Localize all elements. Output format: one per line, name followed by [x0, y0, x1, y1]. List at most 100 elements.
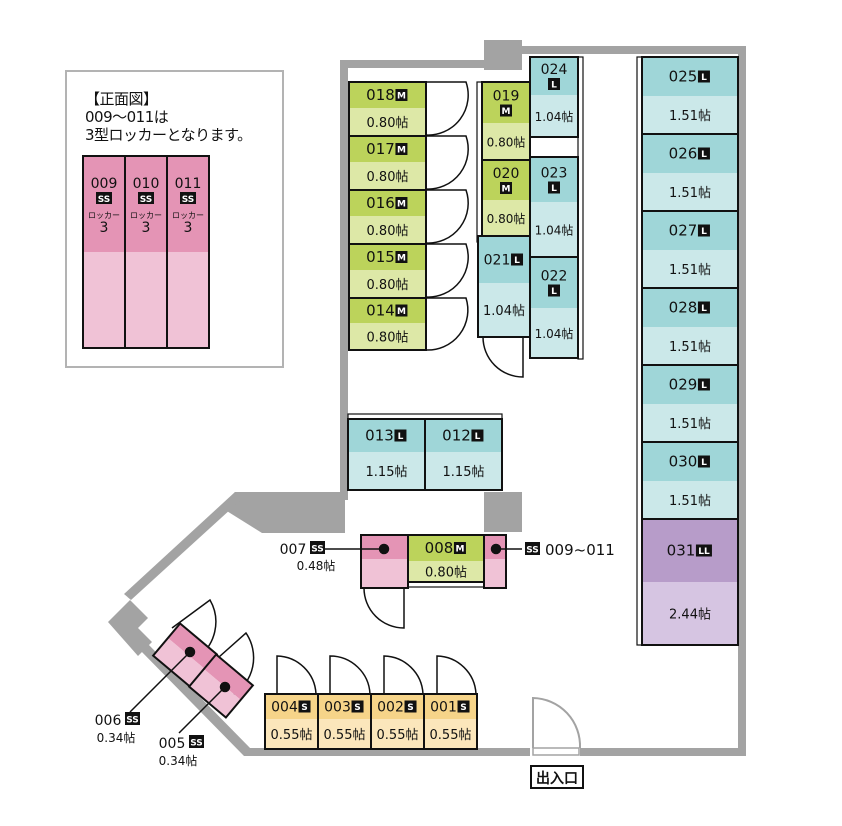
unit-number: 018 — [366, 86, 395, 104]
legend-title-line2: 009〜011は — [85, 108, 169, 126]
unit-number: 020 — [493, 166, 520, 182]
door-002[interactable] — [383, 655, 424, 695]
wall-pillar-mid — [484, 492, 522, 532]
size-badge — [453, 542, 466, 554]
unit-top-fill — [425, 419, 502, 452]
door-001[interactable] — [436, 655, 477, 695]
size-badge — [395, 197, 408, 209]
size-badge — [395, 89, 408, 101]
unit-bottom-fill — [642, 481, 738, 519]
unit-border — [187, 653, 255, 719]
unit-area: 1.51帖 — [669, 340, 711, 355]
unit-bottom-fill — [349, 162, 426, 190]
size-badge — [351, 700, 364, 713]
door-007[interactable] — [363, 587, 405, 629]
door-018[interactable] — [425, 81, 469, 136]
size-badge-label: M — [397, 307, 406, 317]
unit-area: 0.80帖 — [367, 278, 409, 293]
unit-bottom-fill — [482, 123, 530, 160]
storage-unit-005[interactable] — [187, 653, 255, 719]
entrance-door-swing — [532, 696, 582, 749]
size-badge — [697, 70, 710, 83]
door-015[interactable] — [425, 243, 469, 298]
entrance-door[interactable] — [532, 696, 582, 749]
unit-top-fill — [642, 57, 738, 96]
size-badge — [511, 253, 524, 266]
unit-border — [529, 56, 579, 138]
legend-locker-size: SS — [182, 195, 195, 205]
callout-006-size: SS — [126, 716, 139, 726]
unit-area: 1.15帖 — [443, 465, 485, 480]
storage-unit-009-011[interactable] — [483, 534, 507, 589]
size-badge — [500, 182, 512, 194]
wall-bottom-left — [244, 748, 530, 756]
legend-locker-size: SS — [140, 195, 153, 205]
door-017[interactable] — [425, 135, 469, 190]
legend-locker-011[interactable]: 011 SS ロッカー 3 — [166, 155, 210, 349]
unit-top-fill — [167, 623, 217, 669]
unit-number: 001 — [430, 700, 457, 716]
unit-bottom-fill — [530, 95, 578, 137]
unit-area: 0.80帖 — [487, 211, 526, 226]
callout-005-label: 005 SS 0.34帖 — [159, 735, 204, 768]
door-004[interactable] — [276, 655, 317, 695]
callout-dot-007 — [378, 543, 390, 555]
unit-number: 021 — [484, 253, 511, 269]
size-badge-label: M — [455, 545, 464, 555]
unit-border — [360, 534, 409, 589]
size-badge-label: L — [701, 381, 707, 391]
unit-area: 0.55帖 — [430, 728, 472, 743]
size-badge-label: M — [502, 185, 511, 195]
door-014[interactable] — [425, 297, 469, 351]
unit-number: 014 — [366, 302, 395, 320]
wall-bottom-right — [580, 748, 746, 756]
unit-top-fill — [642, 288, 738, 327]
door-016[interactable] — [425, 189, 469, 244]
legend-locker-009[interactable]: 009 SS ロッカー 3 — [82, 155, 126, 349]
unit-number: 023 — [541, 166, 568, 182]
door-021[interactable] — [482, 336, 524, 378]
size-badge — [695, 544, 712, 557]
unit-bottom-fill — [642, 250, 738, 288]
storage-unit-007[interactable] — [360, 534, 409, 589]
callout-007-size: SS — [311, 545, 324, 555]
door-003[interactable] — [329, 655, 371, 695]
size-badge — [548, 78, 560, 90]
callout-dot-006 — [184, 646, 196, 658]
unit-number: 031 — [667, 542, 696, 560]
unit-area: 0.55帖 — [377, 728, 419, 743]
legend-locker-010[interactable]: 010 SS ロッカー 3 — [124, 155, 168, 349]
unit-border — [423, 693, 478, 750]
size-badge-label: L — [701, 304, 707, 314]
unit-top-fill — [348, 419, 425, 452]
size-badge-label: M — [397, 200, 406, 210]
unit-number: 028 — [669, 299, 698, 317]
unit-top-fill — [349, 82, 426, 108]
